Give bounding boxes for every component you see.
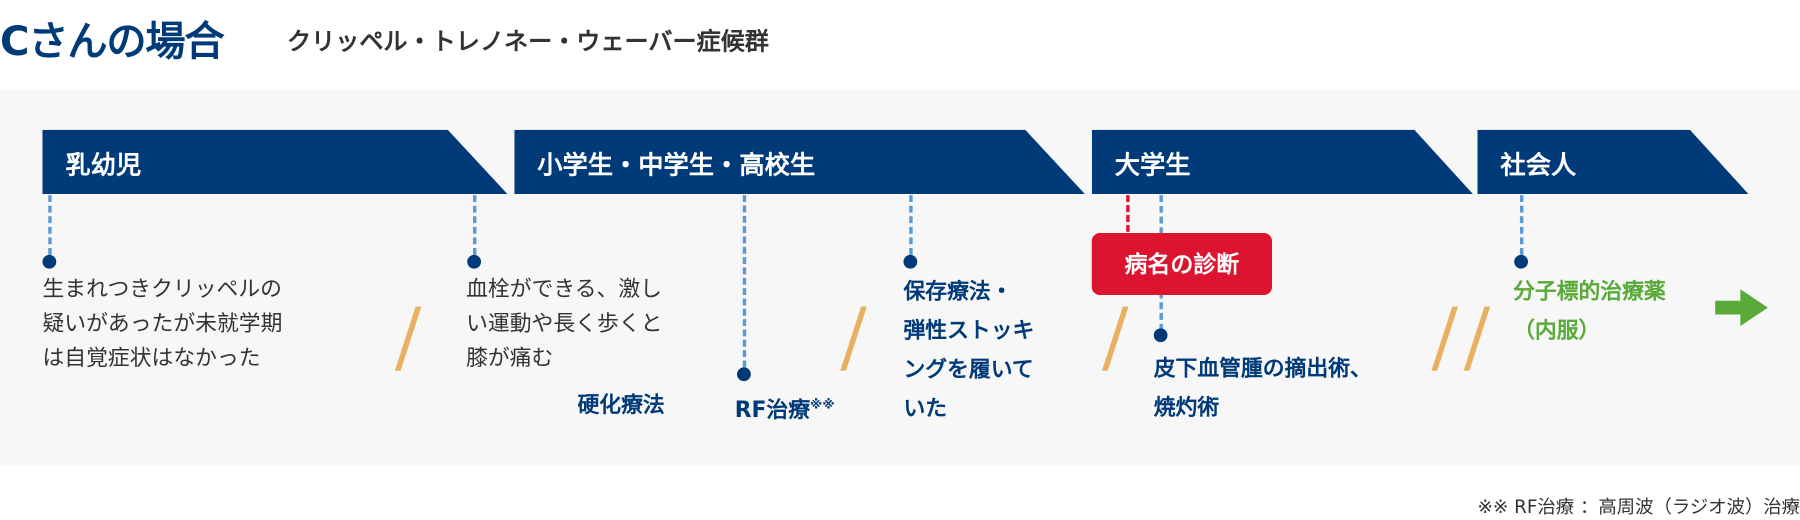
event-infant: 生まれつきクリッペルの疑いがあったが未就学期は自覚症状はなかった	[42, 276, 283, 371]
arrow-right-icon	[1715, 289, 1768, 327]
diagnosis-badge: 病名の診断	[1091, 233, 1272, 296]
stage-banner-university: 大学生	[1091, 129, 1473, 195]
timeline-dot	[1153, 328, 1168, 343]
event-surgery: 皮下血管腫の摘出術、焼灼術	[1153, 355, 1372, 421]
connector-line	[1519, 195, 1524, 255]
event-sclerotherapy: 硬化療法	[577, 392, 665, 418]
diagnosis-connector-line	[1126, 195, 1130, 232]
footnote-mark: ※※	[810, 397, 835, 413]
timeline-dot	[1514, 254, 1528, 269]
event-rf-treatment: RF治療※※	[734, 397, 835, 423]
event-targeted-drug: 分子標的治療薬（内服）	[1513, 278, 1666, 344]
stage-label: 乳幼児	[65, 151, 142, 181]
connector-line	[742, 195, 747, 368]
page-subtitle: クリッペル・トレノネー・ウェーバー症候群	[287, 27, 769, 56]
timeline-dot	[467, 254, 482, 269]
stage-banner-school: 小学生・中学生・高校生	[514, 129, 1085, 195]
connector-line	[472, 195, 477, 255]
timeline-dot	[903, 254, 918, 269]
timeline-dot	[737, 367, 751, 382]
timeline-dot	[42, 254, 57, 269]
footnote: ※※ RF治療 ：高周波（ラジオ波）治療	[1477, 495, 1800, 518]
event-conservative-therapy: 保存療法・弾性ストッキングを履いていた	[903, 278, 1035, 422]
stage-label: 社会人	[1500, 151, 1577, 181]
stage-label: 大学生	[1114, 151, 1191, 181]
event-school: 血栓ができる、激しい運動や長く歩くと膝が痛む	[466, 276, 663, 371]
connector-line	[48, 195, 52, 255]
stage-label: 小学生・中学生・高校生	[537, 151, 816, 181]
connector-line	[909, 195, 913, 255]
page-title: Cさんの場合	[0, 19, 225, 66]
stage-banner-infant: 乳幼児	[42, 129, 508, 195]
